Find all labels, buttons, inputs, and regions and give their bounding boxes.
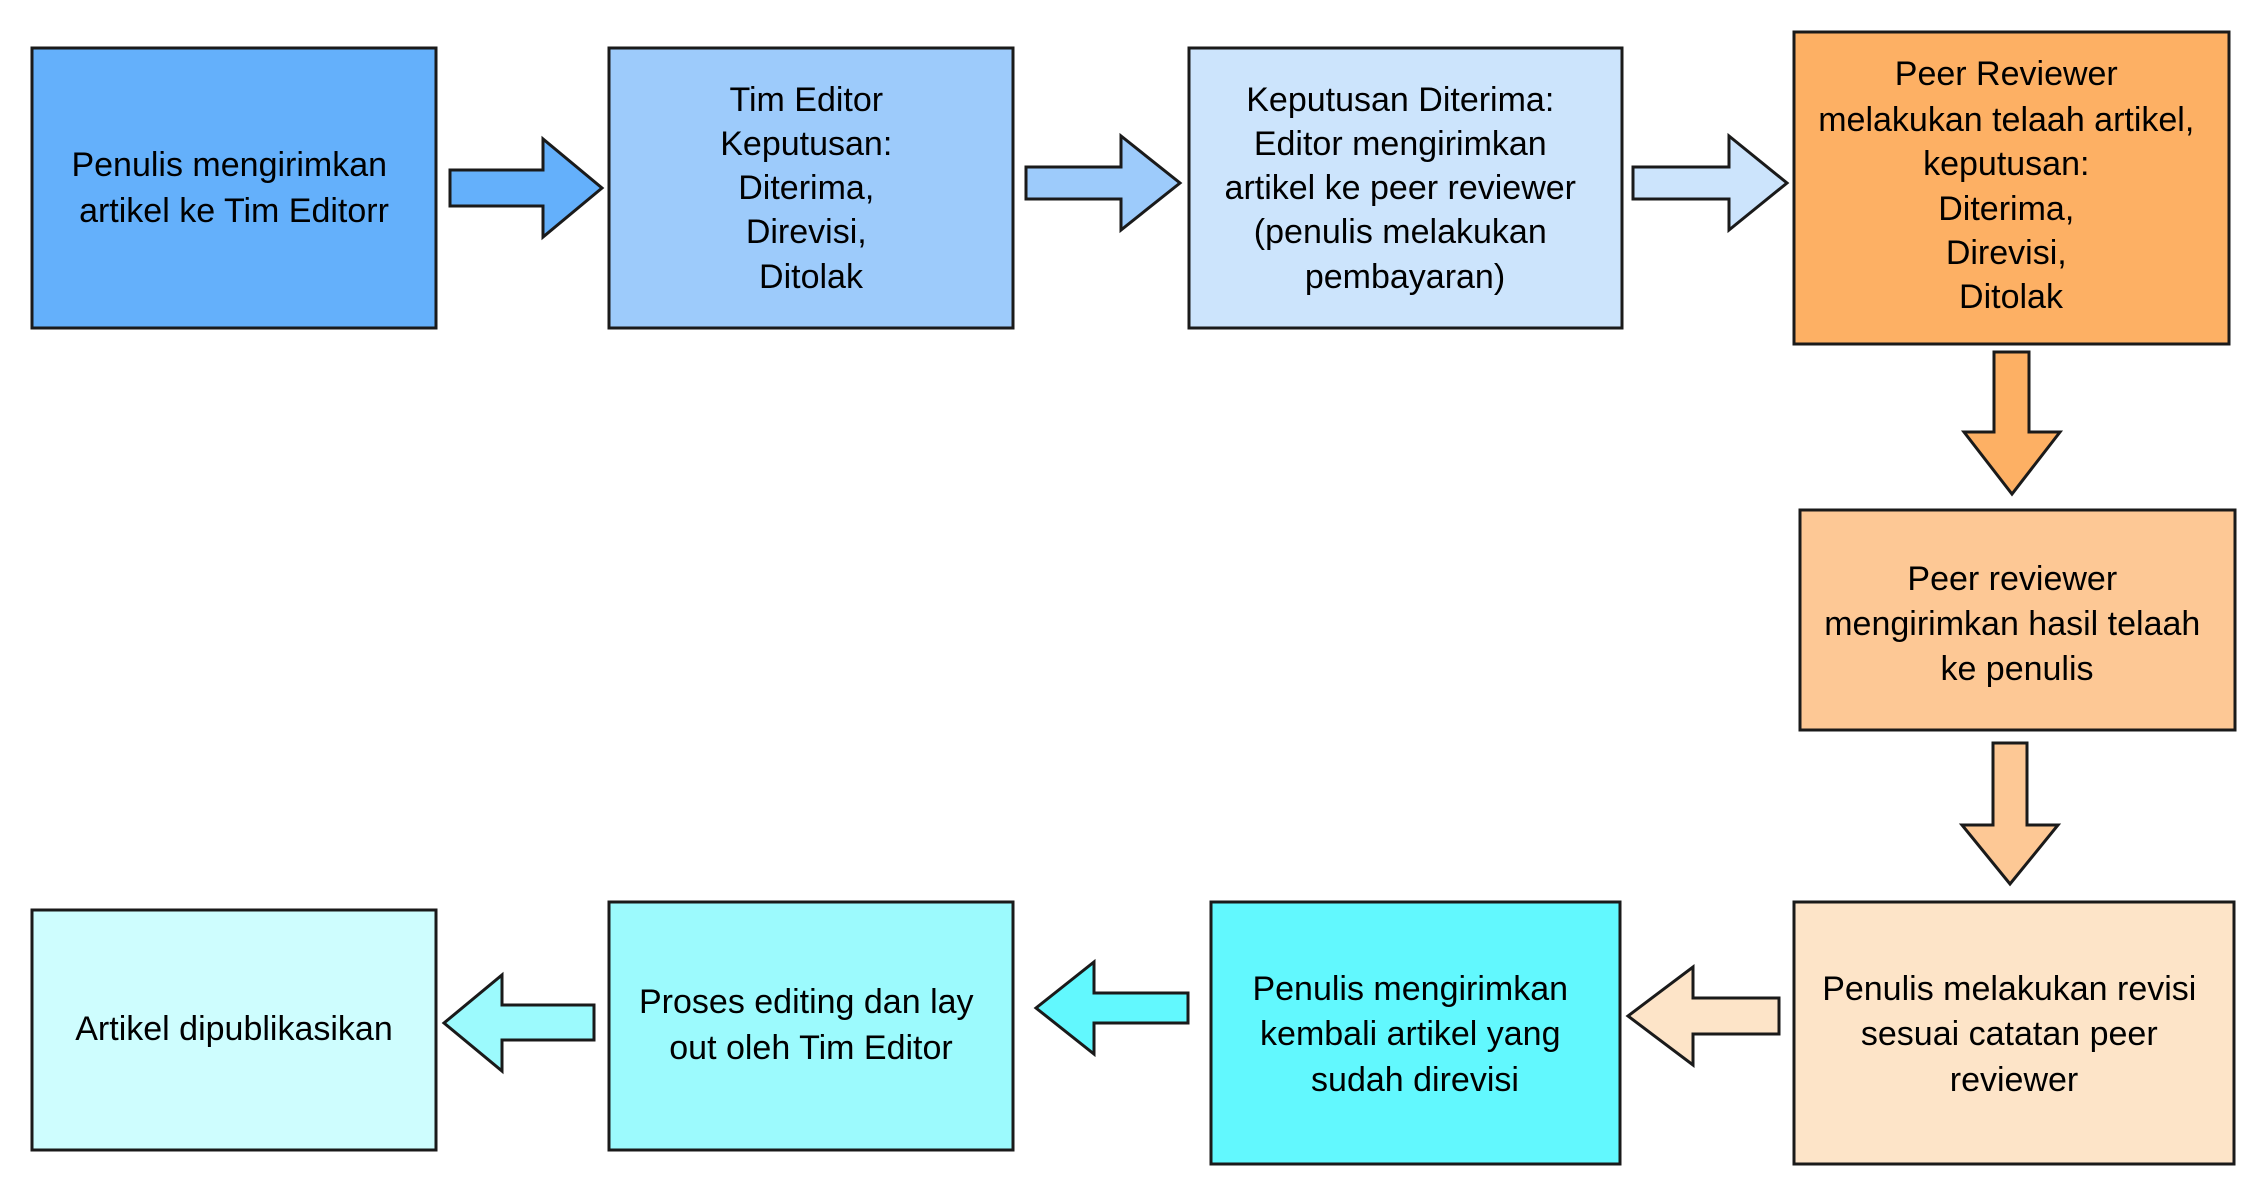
node-resubmit-box bbox=[1209, 900, 1622, 1166]
node-review-box bbox=[1792, 30, 2231, 346]
node-accepted-line: (penulis melakukan bbox=[1254, 213, 1547, 251]
node-editor-label: Tim Editor Keputusan: Diterima, Direvisi… bbox=[720, 81, 901, 296]
node-review-line: Direvisi, bbox=[1946, 234, 2067, 272]
node-editor-box bbox=[607, 46, 1015, 330]
arrow-left-3 bbox=[441, 971, 596, 1075]
node-resubmit-label: Penulis mengirimkan kembali artikel yang… bbox=[1252, 970, 1577, 1099]
node-editor-line: Direvisi, bbox=[746, 213, 867, 251]
node-accepted-box bbox=[1187, 46, 1624, 330]
node-send-result-box bbox=[1798, 508, 2237, 732]
arrow-down-2 bbox=[1958, 741, 2062, 887]
node-published-line: Artikel dipublikasikan bbox=[75, 1010, 393, 1048]
node-revise-label: Penulis melakukan revisi sesuai catatan … bbox=[1822, 970, 2206, 1099]
arrow-right-2 bbox=[1024, 132, 1183, 234]
arrow-right-1 bbox=[448, 135, 605, 241]
node-review-line: Peer Reviewer bbox=[1895, 55, 2118, 93]
node-revise-line: Penulis melakukan revisi bbox=[1822, 970, 2196, 1008]
node-revise-line: sesuai catatan peer bbox=[1861, 1015, 2158, 1053]
node-accepted-line: Keputusan Diterima: bbox=[1246, 81, 1554, 119]
node-editing-line: Proses editing dan lay bbox=[639, 983, 974, 1021]
arrow-right-3 bbox=[1631, 132, 1790, 234]
node-editor-line: Ditolak bbox=[759, 258, 864, 296]
node-resubmit-line: kembali artikel yang bbox=[1260, 1015, 1560, 1053]
node-accepted-line: Editor mengirimkan bbox=[1254, 125, 1547, 163]
arrow-left-1 bbox=[1625, 963, 1781, 1069]
node-editor-line: Tim Editor bbox=[729, 81, 883, 119]
node-editing-label: Proses editing dan lay out oleh Tim Edit… bbox=[639, 983, 983, 1067]
node-editor-line: Keputusan: bbox=[720, 125, 892, 163]
node-editing-box bbox=[607, 900, 1015, 1152]
node-review-line: keputusan: bbox=[1923, 145, 2089, 183]
node-resubmit-line: Penulis mengirimkan bbox=[1252, 970, 1568, 1008]
node-submit-box bbox=[30, 46, 438, 330]
arrow-left-2 bbox=[1033, 958, 1190, 1058]
arrow-down-1 bbox=[1960, 350, 2064, 497]
node-revise-line: reviewer bbox=[1950, 1061, 2078, 1099]
node-send-result-line: ke penulis bbox=[1940, 650, 2093, 688]
node-review-label: Peer Reviewer melakukan telaah artikel, … bbox=[1818, 55, 2204, 316]
node-review-line: Ditolak bbox=[1959, 278, 2064, 316]
node-submit-line: artikel ke Tim Editorr bbox=[79, 192, 389, 230]
node-accepted-label: Keputusan Diterima: Editor mengirimkan a… bbox=[1225, 81, 1586, 296]
node-published-label: Artikel dipublikasikan bbox=[75, 1010, 393, 1048]
node-send-result-line: Peer reviewer bbox=[1907, 560, 2117, 598]
node-submit-label: Penulis mengirimkan artikel ke Tim Edito… bbox=[71, 146, 396, 230]
node-review-line: Diterima, bbox=[1938, 190, 2074, 228]
node-published-box bbox=[30, 908, 438, 1152]
node-send-result-label: Peer reviewer mengirimkan hasil telaah k… bbox=[1824, 560, 2210, 688]
node-submit-line: Penulis mengirimkan bbox=[71, 146, 387, 184]
node-accepted-line: pembayaran) bbox=[1305, 258, 1505, 296]
node-resubmit-line: sudah direvisi bbox=[1311, 1061, 1519, 1099]
node-editor-line: Diterima, bbox=[738, 169, 874, 207]
node-editing-line: out oleh Tim Editor bbox=[669, 1029, 952, 1067]
node-accepted-line: artikel ke peer reviewer bbox=[1225, 169, 1576, 207]
node-review-line: melakukan telaah artikel, bbox=[1818, 101, 2194, 139]
node-revise-box bbox=[1792, 900, 2236, 1166]
node-send-result-line: mengirimkan hasil telaah bbox=[1824, 605, 2200, 643]
